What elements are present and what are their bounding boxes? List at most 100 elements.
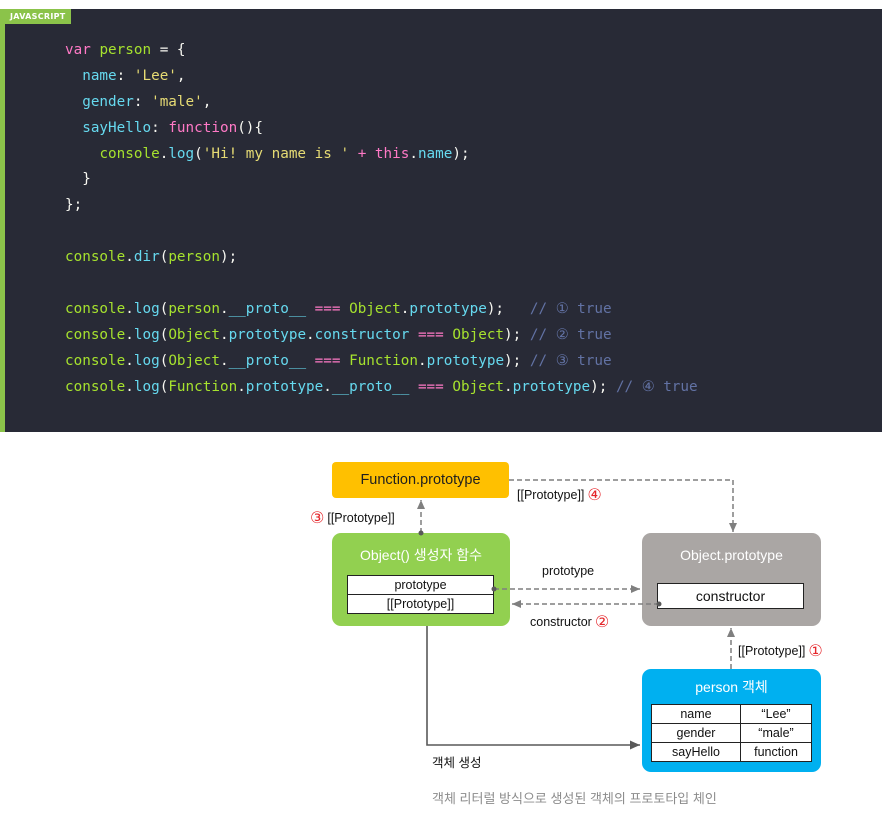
- code-token: [65, 94, 82, 110]
- code-token: Object: [349, 300, 401, 317]
- code-token: log: [168, 145, 195, 162]
- code-token: [340, 353, 349, 369]
- code-token: [409, 327, 418, 343]
- code-token: [65, 120, 82, 136]
- code-token: ===: [314, 300, 341, 317]
- code-token: Object: [168, 326, 220, 343]
- link-label-text: [[Prototype]]: [738, 644, 806, 658]
- code-token: .: [237, 378, 246, 395]
- code-line: [65, 219, 698, 245]
- code-token: (: [194, 145, 203, 162]
- object-creation-label: 객체 생성: [432, 756, 482, 770]
- code-line: var person = {: [65, 38, 698, 64]
- code-token: console: [65, 326, 126, 343]
- step-badge-1: ①: [808, 641, 823, 660]
- code-token: );: [219, 249, 238, 266]
- code-token: // ② true: [529, 326, 612, 343]
- code-token: [521, 353, 530, 369]
- function-prototype-box: Function.prototype: [332, 462, 509, 498]
- code-listing: var person = { name: 'Lee', gender: 'mal…: [65, 38, 698, 400]
- code-token: [349, 146, 358, 162]
- code-token: console: [65, 352, 126, 369]
- prop-key: gender: [651, 723, 741, 743]
- code-token: .: [504, 378, 513, 395]
- code-token: (){: [237, 119, 264, 136]
- code-token: name: [82, 67, 117, 84]
- code-token: .: [125, 352, 134, 369]
- code-token: (: [159, 326, 169, 343]
- code-token: :: [133, 93, 152, 110]
- code-token: [306, 353, 315, 369]
- code-token: ===: [314, 352, 341, 369]
- person-prop-row: name “Lee”: [651, 704, 812, 724]
- code-token: log: [133, 326, 160, 343]
- constructor-link-label: constructor ②: [530, 613, 609, 631]
- object-prototype-box: Object.prototype constructor: [642, 533, 821, 626]
- code-token: prototype: [228, 326, 307, 343]
- code-token: Function: [349, 352, 418, 369]
- code-token: this: [374, 145, 410, 162]
- code-token: );: [504, 352, 522, 369]
- code-line: console.log('Hi! my name is ' + this.nam…: [65, 142, 698, 168]
- prop-value: “male”: [740, 723, 812, 743]
- code-token: console: [99, 145, 160, 162]
- code-line: console.log(Function.prototype.__proto__…: [65, 375, 698, 401]
- prop-key: name: [651, 704, 741, 724]
- prop-value: “Lee”: [740, 704, 812, 724]
- code-token: person: [99, 42, 152, 58]
- code-token: dir: [133, 249, 160, 266]
- object-constructor-box: Object() 생성자 함수 prototype [[Prototype]]: [332, 533, 510, 626]
- code-line: gender: 'male',: [65, 90, 698, 116]
- person-prop-table: name “Lee” gender “male” sayHello functi…: [651, 704, 812, 762]
- object-constructor-prop-table: prototype [[Prototype]]: [347, 575, 494, 614]
- code-token: Object: [452, 378, 505, 395]
- code-token: console: [65, 300, 126, 317]
- prototype-property-row: prototype: [394, 578, 447, 592]
- code-token: .: [219, 326, 229, 343]
- person-object-box: person 객체 name “Lee” gender “male” sayHe…: [642, 669, 821, 772]
- code-line: console.log(Object.prototype.constructor…: [65, 323, 698, 349]
- code-line: console.log(Object.__proto__ === Functio…: [65, 349, 698, 375]
- code-token: (: [159, 352, 169, 369]
- code-token: __proto__: [331, 378, 410, 395]
- code-token: .: [125, 378, 134, 395]
- code-token: prototype: [512, 378, 591, 395]
- prototype-property-label: prototype: [542, 564, 595, 578]
- constructor-property: constructor: [657, 583, 804, 609]
- code-token: 'Lee': [133, 67, 177, 84]
- object-creation-link-line: [426, 626, 640, 750]
- code-token: [409, 379, 418, 395]
- code-token: +: [357, 145, 367, 162]
- code-token: (: [159, 300, 169, 317]
- step-badge-3: ③: [310, 508, 325, 527]
- code-token: 'Hi! my name is ': [202, 145, 350, 162]
- code-token: sayHello: [82, 119, 152, 136]
- code-token: console: [65, 249, 126, 266]
- code-token: };: [65, 197, 83, 214]
- person-prop-row: gender “male”: [651, 723, 812, 743]
- code-token: [340, 301, 349, 317]
- prototype-link-4-label: [[Prototype]] ④: [517, 486, 602, 504]
- code-token: .: [323, 378, 332, 395]
- code-block: [5, 9, 882, 432]
- code-token: .: [125, 300, 134, 317]
- code-line: name: 'Lee',: [65, 64, 698, 90]
- object-constructor-title: Object() 생성자 함수: [360, 547, 482, 563]
- step-badge-2: ②: [594, 612, 610, 631]
- language-label: JAVASCRIPT: [5, 9, 71, 24]
- code-token: (: [159, 378, 169, 395]
- figure-caption: 객체 리터럴 방식으로 생성된 객체의 프로토타입 체인: [432, 791, 717, 806]
- code-token: name: [417, 145, 453, 162]
- function-prototype-title: Function.prototype: [360, 472, 481, 488]
- code-token: ,: [176, 67, 186, 84]
- code-token: [366, 146, 375, 162]
- code-token: // ① true: [529, 300, 612, 317]
- code-token: log: [133, 352, 160, 369]
- code-token: );: [504, 326, 522, 343]
- code-token: constructor: [314, 326, 410, 343]
- code-token: .: [219, 300, 229, 317]
- code-token: .: [409, 145, 418, 162]
- link-label-text: [[Prototype]]: [517, 488, 585, 502]
- prototype-link-1-label: [[Prototype]] ①: [738, 642, 823, 660]
- link-label-text: [[Prototype]]: [327, 511, 395, 525]
